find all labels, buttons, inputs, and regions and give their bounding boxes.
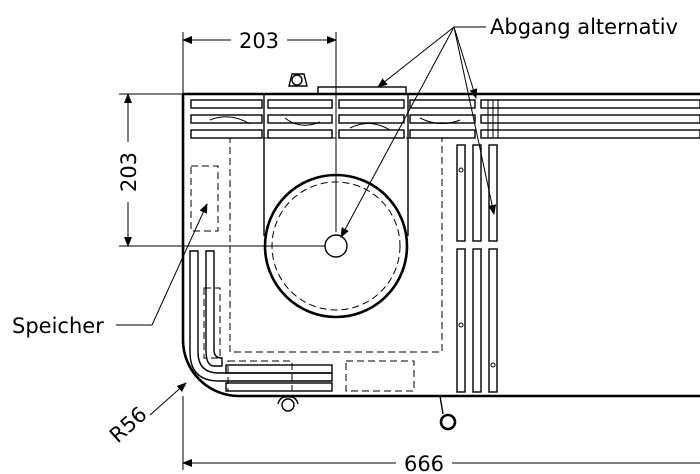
right-vent-slots [456,144,498,393]
bottom-dimension-label: 666 [404,452,444,474]
storage-hidden-outline [190,165,219,232]
bottom-left-knob [277,396,299,412]
outlet-lip [317,86,407,95]
radius-label: R56 [105,402,152,447]
top-dimension-label: 203 [239,29,279,53]
flue-housing [263,94,409,236]
left-dimension-label: 203 [117,152,141,192]
outlet-note-label: Abgang alternativ [490,15,678,39]
top-vent-slots [190,99,700,139]
housing-outline [181,92,700,398]
top-knob [288,73,308,87]
storage-note-label: Speicher [12,314,104,338]
bottom-right-knob [439,395,457,431]
left-vent-slots [189,250,333,392]
